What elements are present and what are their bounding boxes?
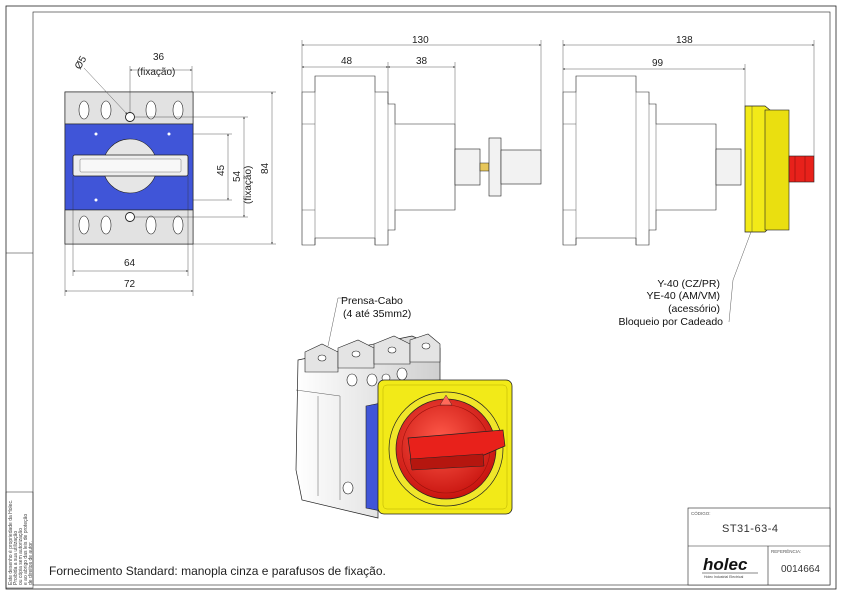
side-note-line-1: Este desenho é propriedade da Holec. (8, 500, 14, 585)
dim-64: 64 (124, 258, 136, 269)
dim-diameter: Ø5 (73, 54, 89, 71)
dim-99: 99 (652, 58, 664, 69)
dim-48: 48 (341, 56, 353, 67)
side-note-line-5: de direitos de autor. (28, 541, 34, 585)
side-note-line-4: e ao abrigo das leis de proteção (23, 514, 29, 585)
footer-note: Fornecimento Standard: manopla cinza e p… (49, 564, 386, 578)
codigo-label: CÓDIGO: (691, 510, 711, 516)
side-note-line-3: ou cópia sem autorização (18, 528, 24, 585)
brand-logo: holec (703, 555, 748, 574)
outer-border (5, 5, 837, 590)
dim-54: 54 (232, 170, 243, 182)
side-view: 130 48 38 (301, 35, 542, 246)
dim-38: 38 (416, 56, 428, 67)
dim-138: 138 (676, 35, 693, 46)
isometric-view: Prensa-Cabo (4 até 35mm2) (295, 295, 513, 519)
front-view: 36 (fixação) Ø5 45 54 (fixação) 84 64 72 (64, 52, 276, 296)
dim-54-note: (fixação) (243, 166, 254, 204)
padlock-callout-line-3: (acessório) (668, 303, 720, 315)
dim-36: 36 (153, 52, 165, 63)
gland-callout-line-1: Prensa-Cabo (341, 295, 403, 307)
referencia-value: 0014664 (781, 564, 820, 575)
brand-subtitle: Holec Industrial Electrical (704, 575, 744, 579)
dim-72: 72 (124, 279, 136, 290)
dim-36-note: (fixação) (137, 67, 175, 78)
inner-border (32, 11, 831, 586)
gland-callout-line-2: (4 até 35mm2) (343, 308, 411, 320)
padlock-callout-line-4: Bloqueio por Cadeado (619, 316, 724, 328)
padlock-callout: Y-40 (CZ/PR) YE-40 (AM/VM) (acessório) B… (619, 278, 724, 328)
side-note-line-2: Proibida a sua utilização (13, 531, 19, 585)
padlock-side-view: 138 99 Y-40 (CZ/PR) YE-40 (AM/VM) (acess… (562, 35, 815, 328)
padlock-callout-line-1: Y-40 (CZ/PR) (657, 278, 720, 290)
padlock-callout-line-2: YE-40 (AM/VM) (646, 290, 720, 302)
iso-red-handle (407, 429, 506, 461)
referencia-label: REFERÊNCIA: (771, 547, 801, 554)
side-note: Este desenho é propriedade da Holec. Pro… (5, 491, 34, 589)
title-block: CÓDIGO: ST31-63-4 REFERÊNCIA: 0014664 ho… (687, 507, 831, 586)
codigo-value: ST31-63-4 (722, 523, 778, 535)
dim-45: 45 (216, 164, 227, 176)
dim-130: 130 (412, 35, 429, 46)
dim-84: 84 (260, 162, 271, 174)
red-knob-side (788, 155, 815, 183)
